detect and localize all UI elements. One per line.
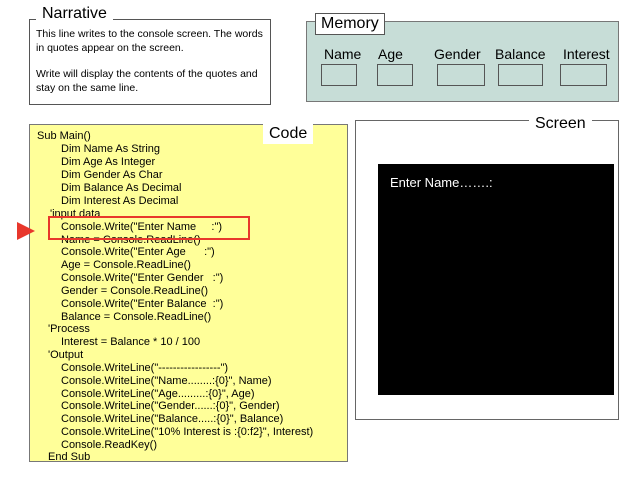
- memory-slot-age: [377, 64, 413, 86]
- memory-label-interest: Interest: [563, 46, 610, 62]
- code-line: Dim Age As Integer: [61, 156, 156, 168]
- current-line-highlight: [48, 216, 250, 240]
- code-line: Console.ReadKey(): [61, 439, 157, 451]
- memory-label-gender: Gender: [434, 46, 481, 62]
- narrative-line: This line writes to the console screen. …: [36, 28, 263, 54]
- code-line: 'Process: [48, 323, 90, 335]
- narrative-panel: [29, 19, 271, 105]
- memory-label-balance: Balance: [495, 46, 546, 62]
- memory-slot-name: [321, 64, 357, 86]
- memory-slot-balance: [498, 64, 543, 86]
- console-output: Enter Name…….:: [390, 175, 493, 190]
- code-line: Name = Console.ReadLine(): [61, 234, 201, 246]
- code-line: Dim Balance As Decimal: [61, 182, 182, 194]
- code-line: End Sub: [48, 451, 91, 463]
- code-line: Gender = Console.ReadLine(): [61, 285, 209, 297]
- code-line: Sub Main(): [37, 130, 91, 142]
- code-title: Code: [263, 124, 314, 144]
- memory-slot-gender: [437, 64, 485, 86]
- code-line: Dim Interest As Decimal: [61, 195, 179, 207]
- code-line: Dim Gender As Char: [61, 169, 163, 181]
- code-line: Console.Write("Enter Balance :"): [61, 298, 224, 310]
- code-line: Balance = Console.ReadLine(): [61, 311, 212, 323]
- code-line: Console.Write("Enter Name :"): [61, 221, 223, 233]
- code-line: Interest = Balance * 10 / 100: [61, 336, 201, 348]
- screen-title: Screen: [529, 115, 592, 133]
- code-line: Console.WriteLine("Age.........:{0}", Ag…: [61, 388, 255, 400]
- code-line: Console.WriteLine("-----------------"): [61, 362, 229, 374]
- narrative-line: Write will display the contents of the q…: [36, 68, 258, 94]
- code-line: Dim Name As String: [61, 143, 161, 155]
- code-line: Console.WriteLine("Balance.....:{0}", Ba…: [61, 413, 284, 425]
- memory-label-age: Age: [378, 46, 403, 62]
- memory-label-name: Name: [324, 46, 362, 62]
- code-panel: [29, 124, 348, 462]
- code-line: Console.WriteLine("Gender......:{0}", Ge…: [61, 400, 280, 412]
- memory-title: Memory: [315, 13, 385, 35]
- code-line: Age = Console.ReadLine(): [61, 259, 191, 271]
- code-line: Console.WriteLine("10% Interest is :{0:f…: [61, 426, 314, 438]
- code-line: Console.Write("Enter Age :"): [61, 246, 215, 258]
- memory-slot-interest: [560, 64, 607, 86]
- narrative-text: This line writes to the console screen. …: [36, 27, 268, 95]
- console-screen: [378, 164, 614, 395]
- code-line: Console.Write("Enter Gender :"): [61, 272, 224, 284]
- code-line: Console.WriteLine("Name........:{0}", Na…: [61, 375, 272, 387]
- red-triangle-pointer-icon: [17, 222, 35, 240]
- code-line: 'Output: [48, 349, 84, 361]
- narrative-title: Narrative: [36, 5, 113, 23]
